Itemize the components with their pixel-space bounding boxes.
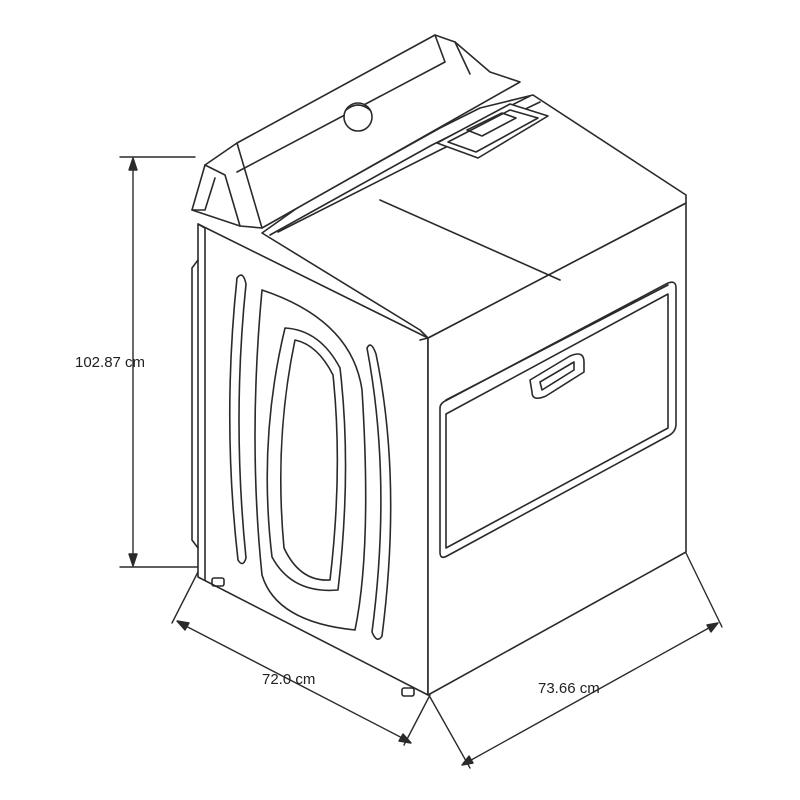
width-dimension-line	[171, 567, 431, 746]
depth-dimension-line	[429, 552, 723, 769]
foot-front-left	[211, 577, 225, 587]
depth-dimension-label: 73.66 cm	[538, 680, 600, 697]
dryer-body	[191, 34, 687, 697]
front-door-outer	[254, 289, 367, 631]
front-door-glass	[266, 327, 347, 592]
left-trim	[228, 274, 247, 565]
right-trim	[366, 344, 392, 640]
height-dimension-line	[119, 156, 201, 568]
side-door	[439, 281, 677, 559]
width-dimension-label: 72.0 cm	[262, 671, 316, 688]
height-dimension-label: 102.87 cm	[75, 354, 146, 371]
door-handle	[529, 353, 585, 400]
foot-front-right	[401, 687, 415, 697]
control-knob	[343, 102, 373, 132]
